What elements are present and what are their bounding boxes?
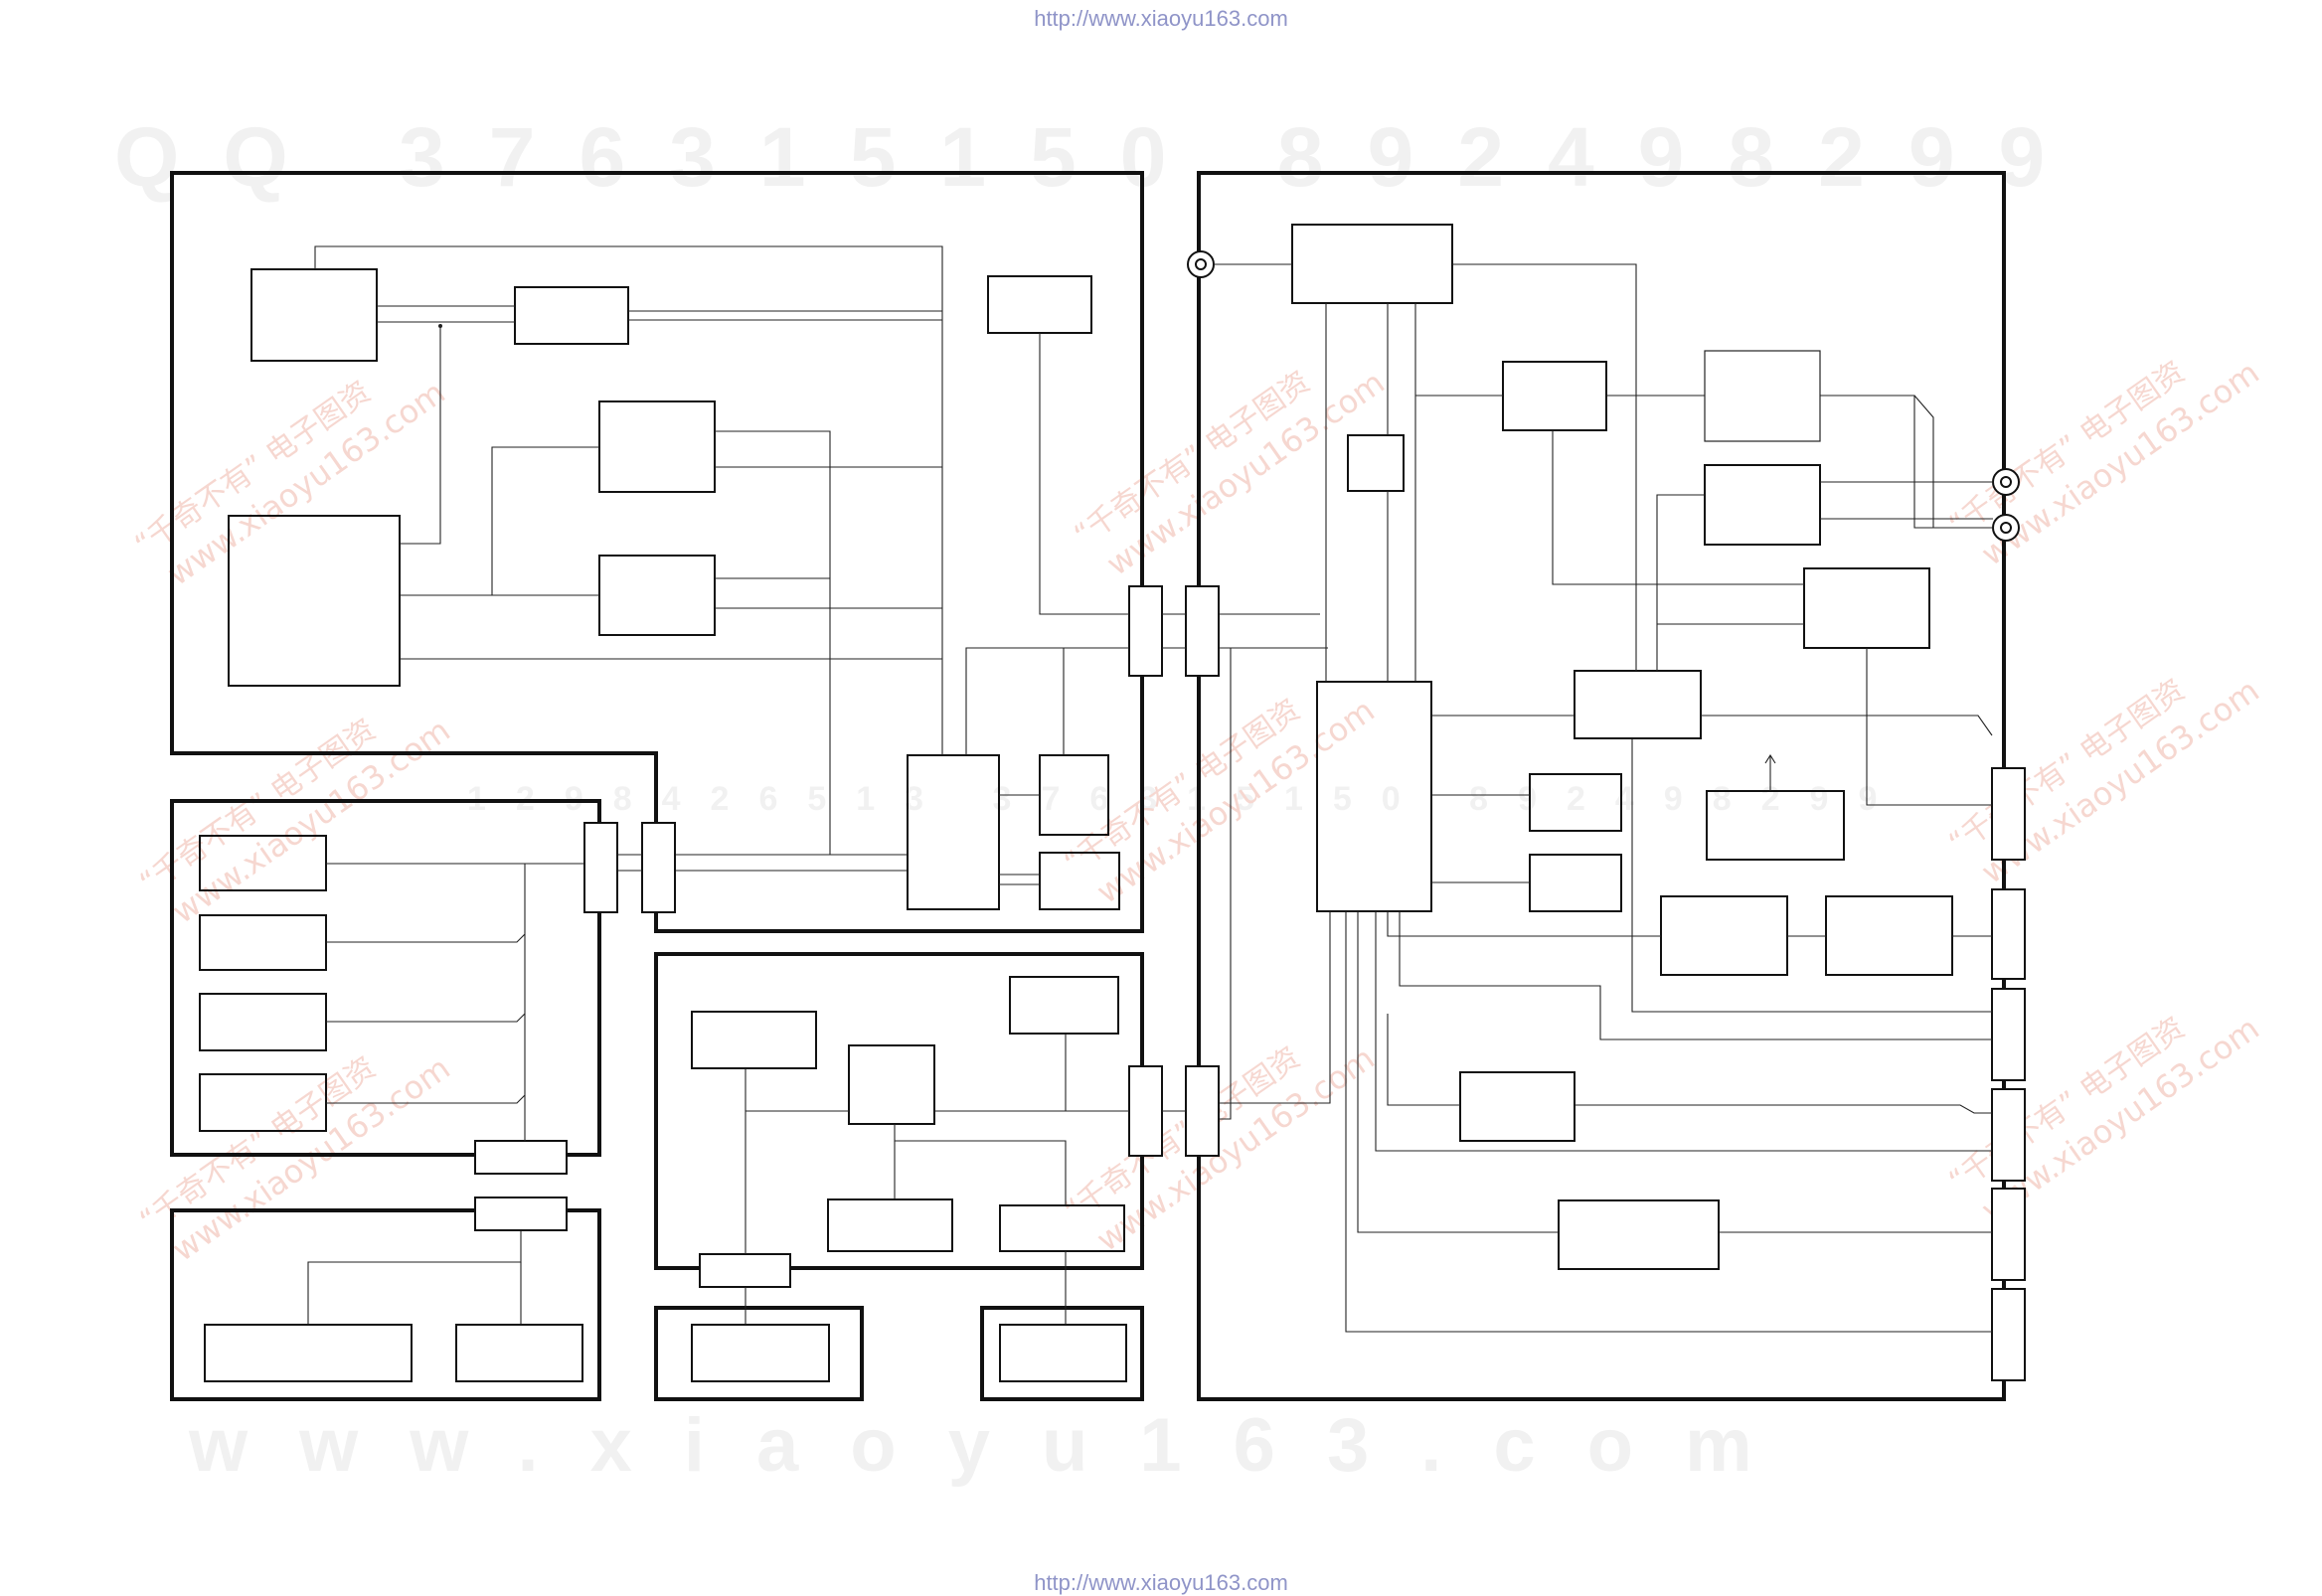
block-5 (228, 515, 401, 687)
block-4 (598, 400, 716, 493)
jack-2 (1992, 468, 2020, 496)
block-19 (827, 1198, 953, 1252)
wiring-right-board (617, 263, 1993, 1333)
bottom-url[interactable]: http://www.xiaoyu163.com (1034, 1570, 1288, 1595)
connector-15 (1991, 1288, 2026, 1381)
board-main-left (170, 171, 1144, 933)
connector-14 (1991, 1188, 2026, 1281)
connector-11 (1991, 888, 2026, 980)
block-12 (199, 993, 327, 1051)
connector-3 (583, 822, 618, 913)
block-6 (598, 555, 716, 636)
block-30 (1316, 681, 1432, 912)
block-32 (1706, 790, 1845, 861)
connector-2 (1185, 585, 1220, 677)
block-36 (1459, 1071, 1576, 1142)
connector-9 (699, 1253, 791, 1288)
block-16 (1009, 976, 1119, 1035)
block-37 (1558, 1199, 1720, 1270)
block-2 (514, 286, 629, 345)
block-31 (1529, 773, 1622, 832)
block-9 (1039, 852, 1120, 910)
block-27 (1704, 464, 1821, 546)
block-15 (455, 1324, 583, 1382)
block-23 (1291, 224, 1453, 304)
watermark-qq: QQ 376315150 892498299 (114, 110, 2088, 204)
block-11 (199, 914, 327, 971)
block-20 (999, 1204, 1125, 1252)
block-26 (1347, 434, 1405, 492)
jack-1 (1187, 250, 1215, 278)
connector-8 (474, 1197, 568, 1231)
watermark-site: www.xiaoyu163.com (188, 1403, 1804, 1488)
connector-1 (1128, 585, 1163, 677)
board-small-bottom-left (654, 1306, 864, 1401)
jack-3 (1992, 514, 2020, 542)
wiring-left-bottom (307, 1230, 522, 1325)
watermark-stamp-4: “千奇不有” 电子图资 www.xiaoyu163.com (134, 712, 457, 931)
watermark-mid: 1298426513 376315150 892498299 (467, 780, 1907, 818)
block-29 (1574, 670, 1702, 739)
watermark-stamp-8: “千奇不有” 电子图资 www.xiaoyu163.com (1059, 1039, 1382, 1259)
watermark-stamp-3: “千奇不有” 电子图资 www.xiaoyu163.com (1943, 354, 2266, 573)
board-left-middle (170, 799, 601, 1157)
block-34 (1660, 895, 1788, 976)
board-small-bottom-right (980, 1306, 1144, 1401)
connector-5 (1128, 1065, 1163, 1157)
block-28 (1803, 567, 1930, 649)
connector-13 (1991, 1088, 2026, 1182)
board-left-bottom (170, 1208, 601, 1401)
block-35 (1825, 895, 1953, 976)
watermark-stamp-2: “千奇不有” 电子图资 www.xiaoyu163.com (1069, 364, 1392, 583)
block-22 (999, 1324, 1127, 1382)
connector-6 (1185, 1065, 1220, 1157)
watermark-stamp-7: “千奇不有” 电子图资 www.xiaoyu163.com (134, 1049, 457, 1269)
connector-7 (474, 1140, 568, 1175)
top-url[interactable]: http://www.xiaoyu163.com (1034, 6, 1288, 31)
block-3 (987, 275, 1092, 334)
watermark-stamp-1: “千奇不有” 电子图资 www.xiaoyu163.com (129, 374, 452, 593)
wiring-left-middle (326, 863, 584, 1141)
connector-12 (1991, 988, 2026, 1081)
wiring-center-middle (745, 1034, 1129, 1325)
block-18 (848, 1044, 935, 1125)
block-25 (1704, 350, 1821, 442)
block-21 (691, 1324, 830, 1382)
connector-4 (641, 822, 676, 913)
block-17 (691, 1011, 817, 1069)
block-14 (204, 1324, 413, 1382)
block-7 (907, 754, 1000, 910)
block-1 (250, 268, 378, 362)
block-33 (1529, 854, 1622, 912)
wiring-left-board (314, 245, 1129, 885)
block-24 (1502, 361, 1607, 431)
connector-10 (1991, 767, 2026, 861)
